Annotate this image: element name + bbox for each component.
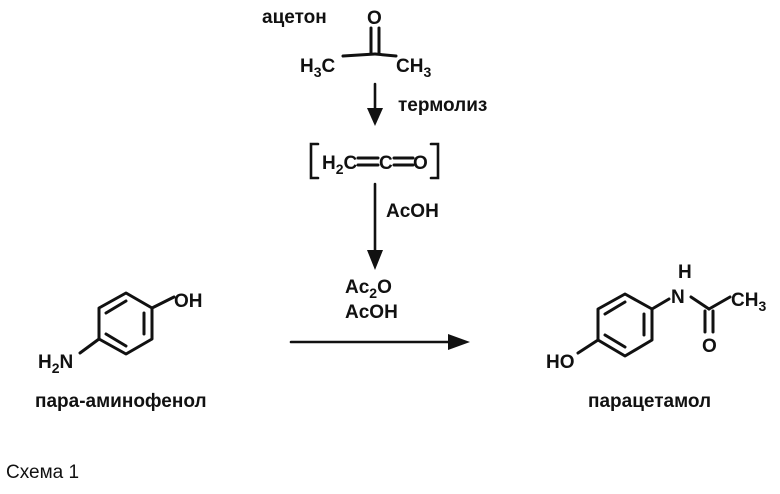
- acetone-right-methyl-text: CH3: [396, 56, 431, 80]
- thermolysis-label: термолиз: [398, 95, 487, 116]
- aminophenol-hydroxyl: OH: [174, 291, 203, 312]
- aminophenol-amino: H2N: [38, 352, 73, 376]
- acetic-acid-solvent-label: AcOH: [345, 302, 398, 323]
- thermolysis-arrow-head: [367, 108, 383, 126]
- paracetamol-oh-bond: [578, 340, 598, 353]
- scheme-caption: Схема 1: [6, 462, 79, 483]
- ketene-h2c: H2C: [322, 153, 358, 177]
- paracetamol-molecule: HO H N CH3 O парацетамол: [546, 262, 766, 412]
- acetone-oxygen: O: [367, 8, 382, 29]
- acetone-left-methyl: H3C: [300, 56, 336, 80]
- acetone-left-methyl-text: H3C: [300, 56, 336, 80]
- ketene-molecule: H2C C O: [311, 144, 438, 178]
- acetone-right-bond: [375, 54, 396, 56]
- ketene-c: C: [379, 153, 393, 174]
- acetone-molecule: ацетон O H3C CH3: [262, 7, 431, 80]
- acetic-acid-arrow: AcOH: [367, 184, 439, 270]
- paracetamol-nh-hydrogen: H: [678, 262, 692, 283]
- paracetamol-hydroxyl: HO: [546, 352, 575, 373]
- aminophenol-oh-bond: [152, 297, 174, 308]
- thermolysis-arrow: термолиз: [367, 84, 487, 126]
- paracetamol-oxygen: O: [702, 336, 717, 357]
- acetic-anhydride-label: Ac2O: [345, 277, 392, 301]
- ketene-left-bracket: [311, 144, 318, 178]
- para-aminophenol-molecule: OH H2N пара-аминофенол: [35, 291, 207, 412]
- ketene-o: O: [413, 153, 428, 174]
- aminophenol-name: пара-аминофенол: [35, 391, 207, 412]
- ketene-right-bracket: [431, 144, 438, 178]
- paracetamol-nitrogen: N: [671, 287, 685, 308]
- paracetamol-methyl: CH3: [731, 290, 766, 314]
- main-reaction-arrow: [291, 334, 470, 350]
- paracetamol-n-bond: [652, 299, 669, 309]
- acetone-left-bond: [343, 54, 375, 56]
- main-arrow-head: [448, 334, 470, 350]
- aminophenol-nh2-bond: [80, 339, 99, 353]
- paracetamol-nc-bond: [691, 297, 709, 309]
- main-reagents: Ac2O AcOH: [345, 277, 398, 323]
- paracetamol-name: парацетамол: [588, 391, 711, 412]
- acetic-acid-arrow-head: [367, 250, 383, 270]
- acetic-acid-label: AcOH: [386, 201, 439, 222]
- paracetamol-ch3-bond: [709, 297, 730, 309]
- acetone-label: ацетон: [262, 7, 327, 28]
- acetone-right-methyl: CH3: [396, 56, 431, 80]
